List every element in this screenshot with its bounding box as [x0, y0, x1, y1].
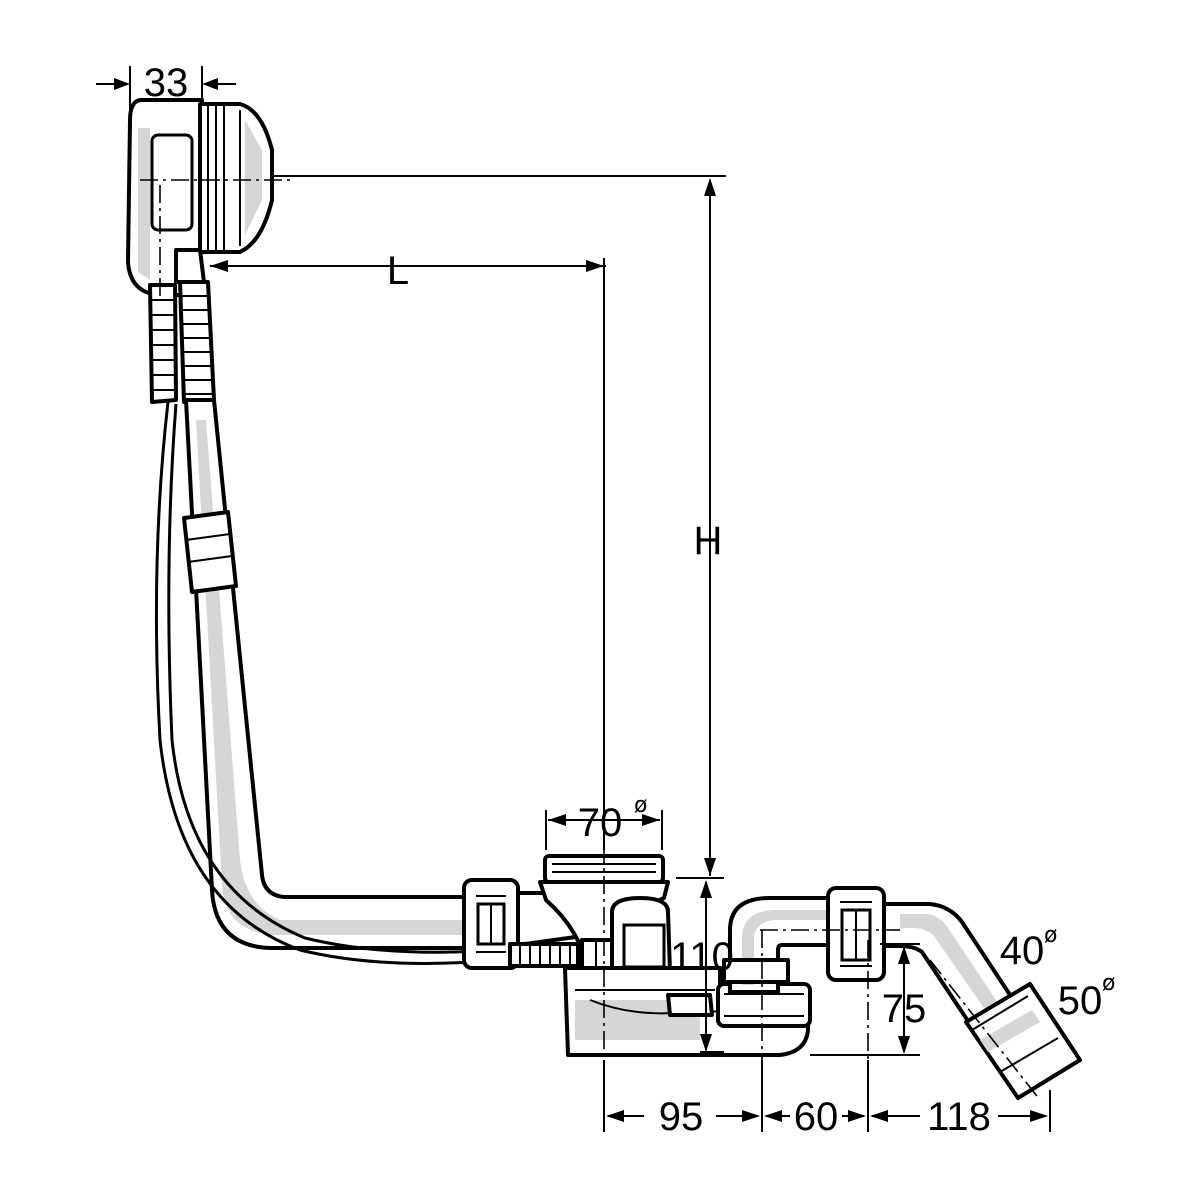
dim-70-diameter-symbol: ø: [634, 793, 647, 818]
dim-110-label: 110: [670, 935, 734, 979]
trap-body: [563, 966, 812, 1057]
dimension-lines: [96, 66, 1051, 1132]
dim-60-label: 60: [794, 1095, 839, 1139]
right-union-nut: [826, 886, 886, 982]
dim-H-label: H: [694, 519, 723, 563]
dim-40-label: 40: [1000, 929, 1045, 973]
overflow-hose-sleeve: [148, 280, 216, 404]
dim-50-label: 50: [1058, 979, 1103, 1023]
dim-50-diameter-symbol: ø: [1102, 971, 1115, 996]
center-lines: [140, 179, 1041, 1101]
dim-L-label: L: [387, 249, 409, 293]
bowden-cable: [154, 401, 521, 965]
dim-118-label: 118: [927, 1095, 991, 1139]
outlet-elbow: [722, 896, 837, 994]
dim-33-label: 33: [144, 61, 189, 105]
left-union-nut: [462, 878, 520, 970]
dim-40-diameter-symbol: ø: [1044, 923, 1057, 948]
dim-95-label: 95: [659, 1095, 704, 1139]
cable-coupling: [508, 942, 580, 968]
dim-70-label: 70: [578, 801, 623, 845]
overflow-head: [126, 98, 274, 297]
overflow-pipe: [182, 398, 472, 950]
dim-75-label: 75: [882, 987, 927, 1031]
